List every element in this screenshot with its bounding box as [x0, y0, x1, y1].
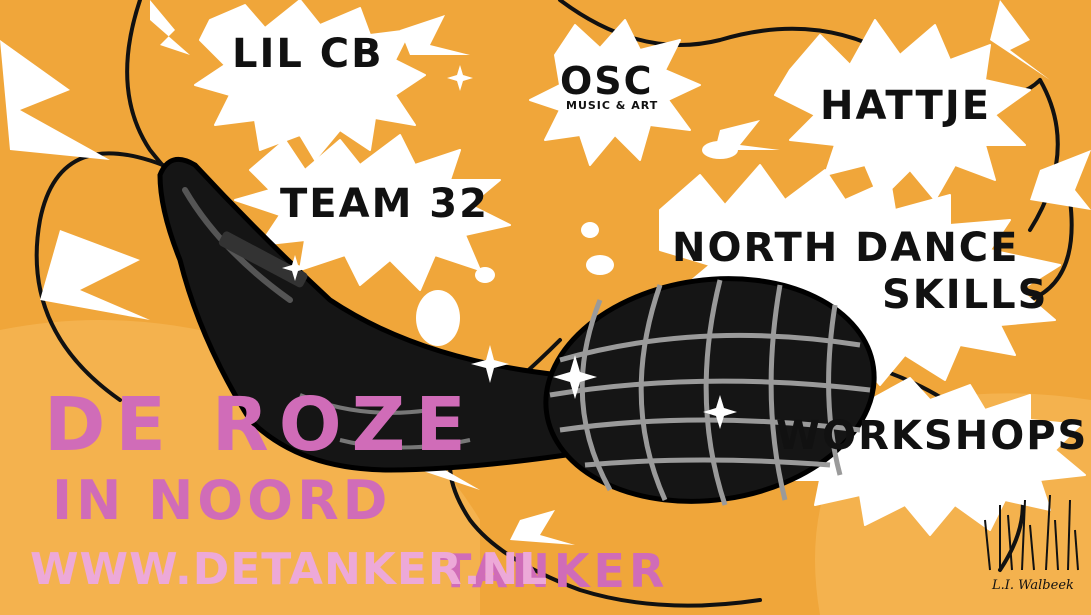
small-bubbles [475, 141, 738, 283]
event-title-tanker: TANKER [440, 544, 669, 598]
artist-signature: L.I. Walbeek [992, 578, 1074, 593]
background-blob [0, 320, 480, 615]
burst-hattje [774, 19, 1031, 201]
microphone-handle [157, 156, 604, 473]
event-title-line2: IN NOORD [52, 469, 392, 532]
act-workshops: WORKSHOPS [776, 413, 1089, 459]
microphone-icon [157, 156, 877, 506]
event-title-line1: DE ROZE [44, 382, 476, 468]
event-url[interactable]: WWW.DETANKER.NL [30, 544, 549, 595]
act-hattje: HATTJE [820, 83, 992, 129]
signature-grass-icon [984, 494, 1079, 571]
burst-lil-cb [194, 0, 426, 161]
burst-osc [529, 19, 701, 166]
act-osc: OSC [560, 59, 654, 103]
act-team-32: TEAM 32 [280, 181, 489, 227]
microphone-highlight [416, 290, 460, 346]
sparkle-icon [282, 65, 737, 429]
act-osc-subtitle: MUSIC & ART [566, 99, 659, 112]
act-lil-cb: LIL CB [232, 31, 384, 77]
act-north-dance-line1: NORTH DANCE [672, 225, 1020, 271]
act-north-dance-line2: SKILLS [882, 272, 1049, 318]
